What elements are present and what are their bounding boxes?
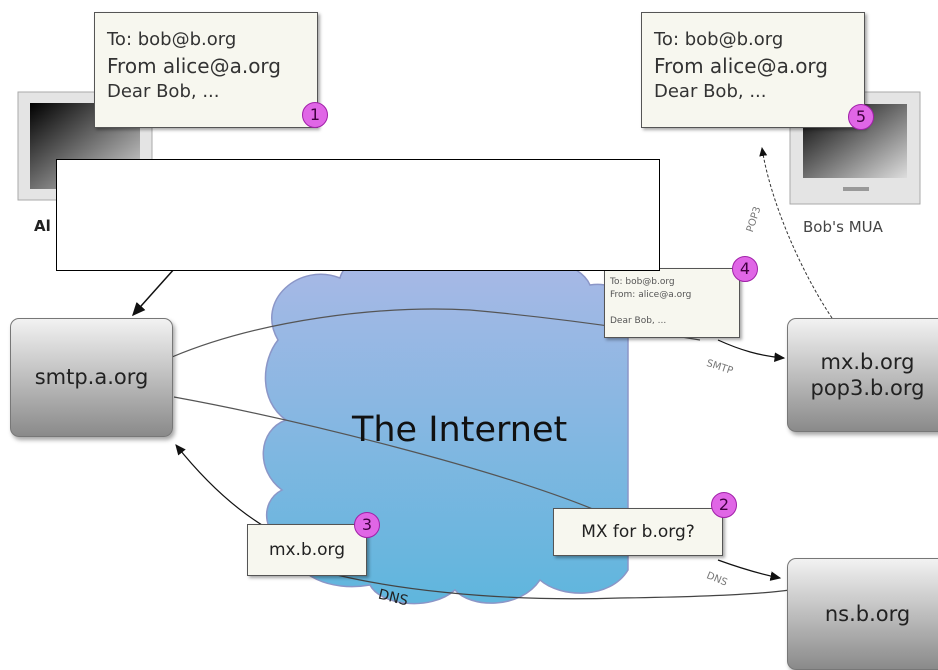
message-4-body: Dear Bob, ...	[610, 316, 667, 326]
smtp-a-server: smtp.a.org	[10, 318, 173, 437]
dns-lookup-line	[299, 564, 791, 600]
message-note-1: To: bob@b.org From alice@a.org Dear Bob,…	[94, 12, 318, 128]
ns-b-server-label: ns.b.org	[824, 601, 911, 626]
message-1-body: Dear Bob, ...	[107, 81, 220, 102]
step-badge-5: 5	[848, 104, 874, 130]
dns-answer-arrow	[175, 444, 263, 526]
alice-to-smtp-arrow	[132, 267, 176, 317]
step-badge-4: 4	[732, 256, 758, 282]
mx-b-server: mx.b.org pop3.b.org	[787, 318, 938, 432]
mx-answer-note: mx.b.org	[247, 524, 367, 576]
mx-answer-text: mx.b.org	[268, 540, 346, 560]
pop3-b-server-label: pop3.b.org	[810, 376, 925, 400]
message-4-to: To: bob@b.org	[610, 277, 675, 287]
message-1-to: To: bob@b.org	[107, 29, 237, 50]
dns-query-arrow	[717, 559, 782, 581]
bob-mua-label: Bob's MUA	[803, 218, 883, 236]
message-note-4: To: bob@b.org From: alice@a.org Dear Bob…	[604, 268, 740, 338]
smtp-a-to-ns-b-line	[173, 396, 601, 513]
message-5-to: To: bob@b.org	[654, 29, 784, 50]
pop3-retrieval-arrow	[759, 147, 833, 319]
mx-query-text: MX for b.org?	[581, 522, 695, 542]
ns-b-server: ns.b.org	[787, 558, 938, 670]
alice-mua-label: Al	[34, 217, 51, 235]
message-4-from: From: alice@a.org	[610, 290, 692, 300]
step-badge-2: 2	[711, 492, 737, 518]
internet-label: The Internet	[352, 410, 568, 450]
step-badge-1: 1	[302, 102, 328, 128]
smtp-a-server-label: smtp.a.org	[34, 365, 149, 390]
message-note-5: To: bob@b.org From alice@a.org Dear Bob,…	[641, 12, 865, 128]
blank-overlay-box	[56, 159, 660, 271]
smtp-delivery-arrow	[717, 339, 786, 362]
mx-b-server-label: mx.b.org	[820, 349, 915, 374]
message-1-from: From alice@a.org	[107, 54, 281, 78]
mx-query-note: MX for b.org?	[553, 508, 723, 556]
message-5-body: Dear Bob, ...	[654, 81, 767, 102]
step-badge-3: 3	[354, 512, 380, 538]
message-5-from: From alice@a.org	[654, 54, 828, 78]
